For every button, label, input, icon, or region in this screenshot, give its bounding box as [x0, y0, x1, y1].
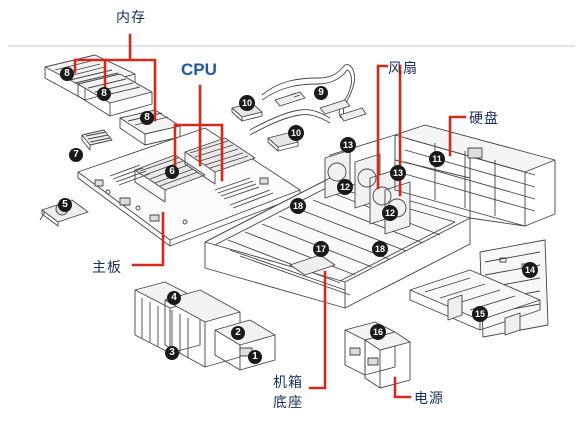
callout-badge: 16	[370, 324, 386, 340]
rear-bracket-assembly	[410, 240, 548, 337]
label-motherboard: 主板	[92, 257, 122, 277]
callout-badge: 10	[239, 95, 255, 111]
callout-badge: 15	[472, 306, 488, 322]
label-hdd: 硬盘	[469, 108, 499, 128]
callout-badge: 8	[97, 87, 111, 101]
callout-badge: 11	[429, 151, 445, 167]
callout-badge: 12	[382, 205, 398, 221]
callout-badge: 17	[313, 241, 329, 257]
callout-badge: 4	[167, 291, 181, 305]
leader-chassis	[310, 272, 325, 388]
callout-badge: 14	[522, 262, 538, 278]
callout-badge: 5	[58, 198, 72, 212]
callout-badge: 1	[248, 350, 262, 364]
label-memory: 内存	[116, 7, 146, 27]
callout-badge: 13	[340, 137, 356, 153]
label-fans: 风扇	[388, 58, 418, 78]
heat-pipe-assembly	[250, 65, 366, 135]
label-psu: 电源	[414, 388, 444, 408]
callout-badge: 9	[314, 86, 328, 100]
callout-badge: 10	[288, 125, 304, 141]
callout-badge: 6	[165, 165, 179, 179]
callout-badge: 2	[231, 326, 245, 340]
callout-badge: 12	[337, 179, 353, 195]
callout-badge: 3	[165, 346, 179, 360]
callout-badge: 8	[60, 67, 74, 81]
callout-badge: 8	[140, 111, 154, 125]
callout-badge: 13	[390, 165, 406, 181]
callout-badge: 18	[372, 241, 388, 257]
label-chassis-line1: 机箱	[273, 372, 303, 392]
label-cpu: CPU	[181, 60, 217, 80]
riser-card-small	[82, 130, 112, 150]
callout-badge: 7	[69, 148, 83, 162]
label-chassis-line2: 底座	[273, 392, 303, 412]
callout-badge: 18	[290, 198, 306, 214]
